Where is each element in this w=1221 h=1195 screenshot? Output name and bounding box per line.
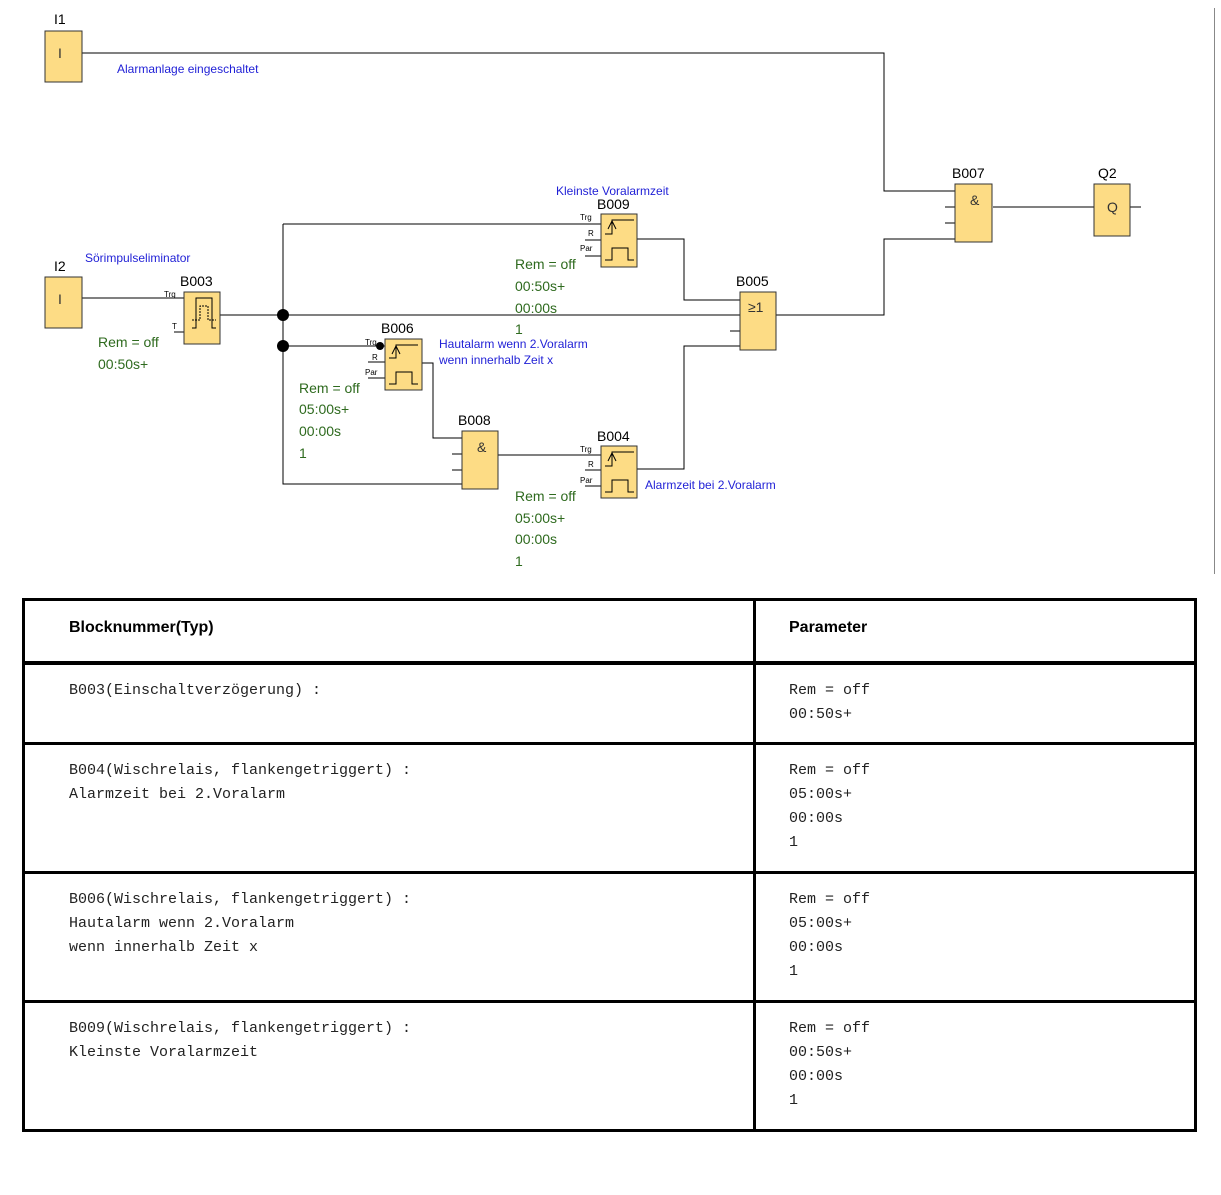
param-line: Rem = off: [299, 380, 360, 396]
cell-block: B006(Wischrelais, flankengetriggert) : H…: [22, 872, 755, 1002]
block-label: B007: [952, 165, 985, 181]
block-b006[interactable]: B006 Trg R Par: [365, 320, 423, 391]
wires: [82, 52, 1141, 487]
junction-node-small: [376, 342, 384, 350]
params-b009: Rem = off 00:50s+ 00:00s 1: [515, 256, 576, 337]
param-line: 00:00s: [299, 423, 341, 439]
wire-i1-b007: [82, 52, 955, 192]
block-symbol: &: [477, 439, 487, 455]
param-line: 00:00s: [515, 300, 557, 316]
pulse-relay-icon: [605, 219, 634, 235]
cell-params: Rem = off 00:50s+: [753, 662, 1197, 744]
logic-diagram: I I1 I I2 B003 Trg T B006 Trg R Par B009…: [44, 11, 1141, 569]
comment-b009: Kleinste Voralarmzeit: [556, 184, 669, 198]
junction-node: [277, 309, 289, 321]
block-label: B008: [458, 412, 491, 428]
wire-b009-b005: [637, 238, 740, 301]
cell-params: Rem = off 05:00s+ 00:00s 1: [753, 743, 1197, 873]
block-i2[interactable]: I I2: [44, 258, 83, 329]
param-line: 05:00s+: [515, 510, 565, 526]
block-symbol: Q: [1107, 199, 1118, 215]
pin-label: Trg: [580, 445, 592, 454]
block-b005[interactable]: ≥1 B005: [736, 273, 777, 351]
cell-block: B009(Wischrelais, flankengetriggert) : K…: [22, 1001, 755, 1131]
param-line: 1: [299, 445, 307, 461]
param-line: 05:00s+: [299, 401, 349, 417]
block-label: I1: [54, 11, 66, 27]
param-line: 00:50s+: [515, 278, 565, 294]
comment-i2: Sörimpulseliminator: [85, 251, 190, 265]
param-line: Rem = off: [98, 334, 159, 350]
pin-label: R: [372, 353, 378, 362]
block-i1[interactable]: I I1: [44, 11, 83, 83]
parameter-table: Blocknummer(Typ) Parameter B003(Einschal…: [22, 598, 1197, 1132]
wire-b006-b008: [422, 362, 462, 439]
params-b003: Rem = off 00:50s+: [98, 334, 159, 372]
cell-block: B003(Einschaltverzögerung) :: [22, 662, 755, 744]
param-line: Rem = off: [515, 488, 576, 504]
comment-b006-line1: Hautalarm wenn 2.Voralarm: [439, 337, 588, 351]
param-line: 1: [515, 321, 523, 337]
on-delay-icon: [192, 297, 216, 329]
wire-b005-b007: [776, 238, 955, 316]
param-line: Rem = off: [515, 256, 576, 272]
block-symbol: ≥1: [748, 299, 764, 315]
block-label: B006: [381, 320, 414, 336]
junction-node: [277, 340, 289, 352]
block-label: I2: [54, 258, 66, 274]
cell-params: Rem = off 05:00s+ 00:00s 1: [753, 872, 1197, 1002]
table-row: B006(Wischrelais, flankengetriggert) : H…: [22, 872, 1197, 1002]
block-symbol: I: [58, 45, 62, 61]
block-label: B009: [597, 196, 630, 212]
pulse-relay-icon: [605, 451, 634, 467]
pin-label: R: [588, 229, 594, 238]
pin-label: R: [588, 460, 594, 469]
block-label: Q2: [1098, 165, 1117, 181]
comment-b006-line2: wenn innerhalb Zeit x: [438, 353, 553, 367]
param-line: 1: [515, 553, 523, 569]
cell-block: B004(Wischrelais, flankengetriggert) : A…: [22, 743, 755, 873]
table-row: B003(Einschaltverzögerung) : Rem = off 0…: [22, 662, 1197, 744]
pulse-relay-icon: [389, 344, 418, 359]
pin-label: Trg: [365, 338, 377, 347]
comment-b004: Alarmzeit bei 2.Voralarm: [645, 478, 776, 492]
pin-label: T: [172, 322, 177, 331]
block-b004[interactable]: B004 Trg R Par: [580, 428, 638, 499]
pin-label: Par: [365, 368, 378, 377]
header-block-number: Blocknummer(Typ): [22, 599, 755, 663]
table-row: B004(Wischrelais, flankengetriggert) : A…: [22, 743, 1197, 873]
block-label: B004: [597, 428, 630, 444]
pin-label: Par: [580, 476, 593, 485]
block-b003[interactable]: B003 Trg T: [164, 273, 221, 345]
cell-params: Rem = off 00:50s+ 00:00s 1: [753, 1001, 1197, 1131]
comment-i1: Alarmanlage eingeschaltet: [117, 62, 259, 76]
param-line: 00:00s: [515, 531, 557, 547]
pin-label: Trg: [164, 290, 176, 299]
pin-label: Trg: [580, 213, 592, 222]
block-symbol: I: [58, 291, 62, 307]
block-label: B003: [180, 273, 213, 289]
block-b008[interactable]: & B008: [458, 412, 499, 490]
block-label: B005: [736, 273, 769, 289]
block-b007[interactable]: & B007: [952, 165, 993, 243]
params-b006: Rem = off 05:00s+ 00:00s 1: [299, 380, 360, 461]
pin-label: Par: [580, 244, 593, 253]
table-row: B009(Wischrelais, flankengetriggert) : K…: [22, 1001, 1197, 1131]
header-parameter: Parameter: [753, 599, 1197, 663]
param-line: 00:50s+: [98, 356, 148, 372]
block-b009[interactable]: B009 Trg R Par: [580, 196, 638, 268]
block-symbol: &: [970, 192, 980, 208]
wire-b004-b005: [637, 345, 740, 470]
page-edge-line: [1214, 8, 1215, 574]
block-q2[interactable]: Q Q2: [1093, 165, 1131, 237]
params-b004: Rem = off 05:00s+ 00:00s 1: [515, 488, 576, 569]
